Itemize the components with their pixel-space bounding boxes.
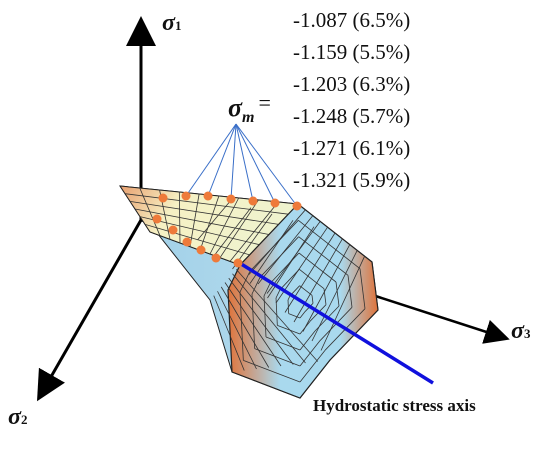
sample-point-dot	[203, 191, 213, 201]
mesh-line	[284, 232, 336, 313]
sample-point-dot	[226, 194, 236, 204]
mesh-line	[239, 291, 244, 361]
hydrostatic-axis-label: Hydrostatic stress axis	[313, 396, 476, 415]
mesh-line	[299, 330, 316, 351]
mesh-line	[299, 311, 306, 319]
mesh-line	[259, 236, 299, 278]
leader-line	[230, 123, 237, 200]
sigma2-label: σ2	[8, 404, 28, 430]
sigma-m-value-5: -1.271 (6.1%)	[293, 136, 411, 160]
mesh-line	[277, 324, 301, 335]
sigma-m-value-6: -1.321 (5.9%)	[293, 168, 411, 192]
mesh-line	[279, 269, 300, 290]
mesh-line	[265, 336, 301, 351]
mesh-line	[320, 256, 365, 351]
sigma1-label: σ1	[162, 10, 182, 36]
leader-line	[235, 123, 254, 202]
leader-line	[235, 123, 298, 207]
mesh-line	[228, 277, 294, 365]
sample-point-dot	[158, 193, 168, 203]
mesh-line	[299, 321, 311, 335]
mesh-line	[263, 283, 271, 297]
yield-surface	[119, 185, 379, 399]
leader-line	[207, 123, 237, 197]
mesh-line	[299, 285, 313, 296]
mesh-line	[235, 269, 319, 362]
sample-point-dot	[292, 201, 302, 211]
sigma-m-value-4: -1.248 (5.7%)	[293, 104, 411, 128]
mesh-line	[287, 299, 290, 314]
mesh-line	[299, 269, 325, 289]
mesh-line	[359, 268, 366, 309]
mesh-line	[232, 273, 306, 364]
mesh-line	[275, 297, 278, 326]
sample-point-dot	[152, 214, 162, 224]
mesh-line	[239, 270, 251, 293]
mesh-line	[302, 244, 351, 332]
mesh-line	[299, 350, 326, 383]
mesh-line	[298, 236, 349, 276]
mesh-line	[335, 281, 340, 307]
leader-line	[185, 123, 237, 197]
mesh-line	[347, 275, 353, 308]
leader-line	[235, 123, 276, 204]
mesh-line	[251, 277, 261, 295]
mesh-line	[129, 200, 279, 225]
sigma-m-value-3: -1.203 (6.3%)	[293, 72, 411, 96]
mesh-line	[287, 295, 291, 301]
mesh-line	[224, 282, 282, 367]
mesh-line	[243, 359, 301, 383]
mesh-line	[323, 288, 327, 305]
mesh-line	[124, 193, 289, 215]
sample-point-dot	[181, 191, 191, 201]
sample-point-dot	[233, 258, 243, 268]
sample-point-dot	[168, 225, 178, 235]
mesh-line	[263, 295, 267, 338]
hydrostatic-axis-line	[237, 260, 434, 385]
mesh-line	[249, 220, 299, 272]
sample-point-dot	[270, 198, 280, 208]
sample-point-dot	[248, 196, 258, 206]
mesh-line	[214, 207, 252, 255]
sigma2-axis	[37, 219, 143, 402]
mesh-line	[293, 238, 343, 323]
mesh-line	[251, 293, 256, 349]
mesh-line	[298, 220, 361, 269]
mesh-line	[217, 291, 257, 370]
mesh-line	[275, 289, 281, 299]
sample-point-dot	[211, 253, 221, 263]
sigma-m-value-2: -1.159 (5.5%)	[293, 40, 411, 64]
mesh-line	[257, 215, 314, 285]
mesh-line	[197, 201, 231, 241]
mesh-line	[213, 295, 245, 371]
mesh-line	[311, 295, 314, 304]
sample-point-dot	[196, 245, 206, 255]
mesh-line	[288, 313, 301, 319]
mesh-line	[269, 252, 300, 284]
mesh-line	[298, 252, 337, 283]
sample-point-dot	[182, 237, 192, 247]
sigma3-label: σ3	[511, 318, 531, 344]
mesh-line	[134, 208, 270, 235]
mesh-line	[220, 286, 270, 368]
sigma-m-label: σm=	[228, 90, 271, 126]
sigma-m-value-1: -1.087 (6.5%)	[293, 8, 411, 32]
